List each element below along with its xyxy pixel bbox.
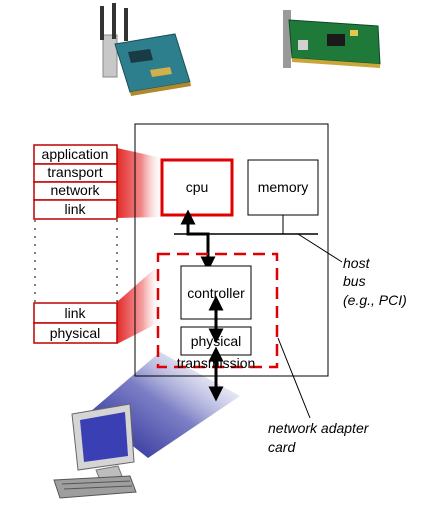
host-bus-pointer (297, 233, 343, 263)
stack-layer-physical: physical (50, 325, 101, 341)
cpu-controller-arrow (180, 209, 216, 272)
adapter-card-label-line1: network adapter (268, 420, 370, 436)
stack-layer-link: link (64, 305, 86, 321)
cpu-label: cpu (186, 179, 209, 195)
stack-layer-transport: transport (47, 164, 102, 180)
host-bus-label-line3: (e.g., PCI) (343, 292, 407, 308)
memory-box (247, 159, 319, 216)
stack-layer-box (33, 322, 118, 344)
adapter-card-label-line2: card (268, 439, 296, 455)
stack-layer-network: network (50, 182, 100, 198)
controller-label: controller (187, 285, 245, 301)
host-bus-label-line2: bus (343, 273, 366, 289)
protocol-stack-top: application transport network link (33, 144, 118, 220)
stack-layer-box (33, 199, 118, 220)
cpu-beam (117, 148, 162, 218)
adapter-beam (117, 264, 160, 344)
computer-icon (53, 403, 137, 499)
stack-layer-link: link (64, 201, 86, 217)
memory-label: memory (258, 179, 309, 195)
protocol-stack-bottom: link physical (33, 302, 118, 344)
wired-adapter-card-image (283, 10, 381, 68)
cpu-box (160, 158, 234, 217)
host-bus-label-line1: host (343, 255, 371, 271)
host-box (134, 123, 329, 377)
stack-layer-application: application (42, 146, 109, 162)
wireless-adapter-card-image (100, 3, 191, 96)
adapter-card-pointer (277, 337, 311, 419)
